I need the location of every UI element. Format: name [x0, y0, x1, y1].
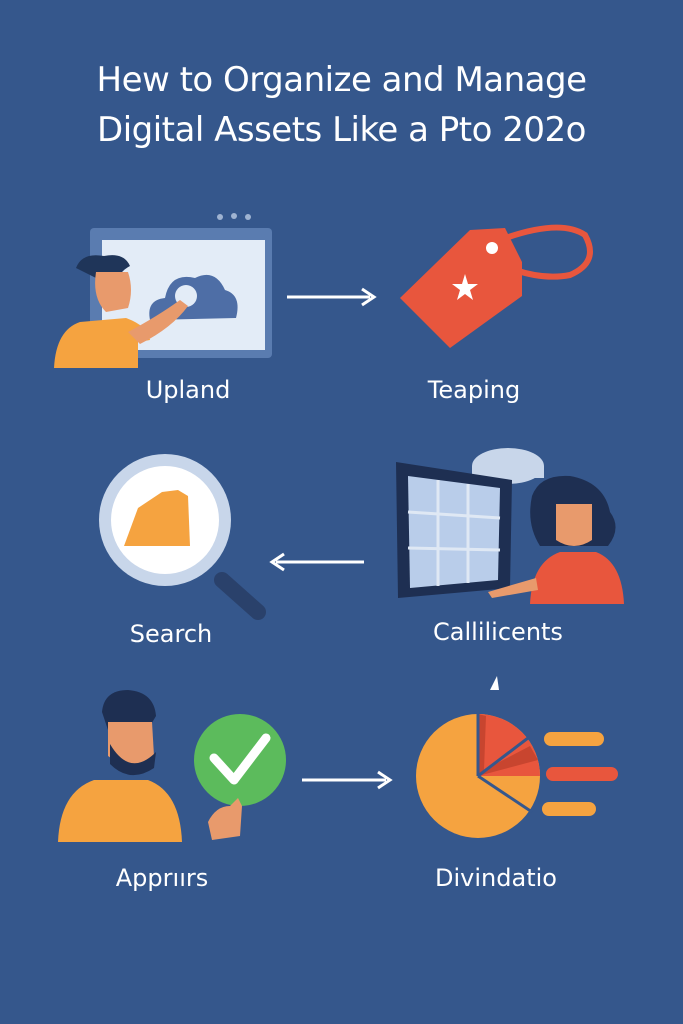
tag-icon: [400, 224, 593, 348]
title-line-1: Hеw to Organize and Manage: [96, 60, 588, 100]
magnifier-icon: [99, 454, 266, 620]
step-label-tagging: Teaping: [427, 376, 521, 404]
checkmark-approval-icon: [58, 690, 286, 842]
step-label-collaborate: Callilicents: [433, 618, 563, 646]
step-label-approve: Apprıırs: [115, 864, 209, 892]
arrow-left: [269, 552, 364, 572]
pie-chart-icon: [416, 714, 618, 838]
page-title: Hеw to Organize and Manage Digital Asset…: [0, 55, 683, 155]
window-presenter-icon: [396, 448, 624, 604]
title-line-2: Digital Assets Like a Pto 202o: [97, 110, 586, 150]
step-label-search: Search: [129, 620, 213, 648]
step-label-upload: Upland: [145, 376, 231, 404]
step-label-distribute: Divindatio: [435, 864, 557, 892]
cloud-upload-monitor-icon: [54, 213, 272, 368]
arrow-right-1: [287, 287, 377, 307]
small-arrow-marker: [490, 676, 499, 690]
arrow-right-2: [302, 770, 393, 790]
